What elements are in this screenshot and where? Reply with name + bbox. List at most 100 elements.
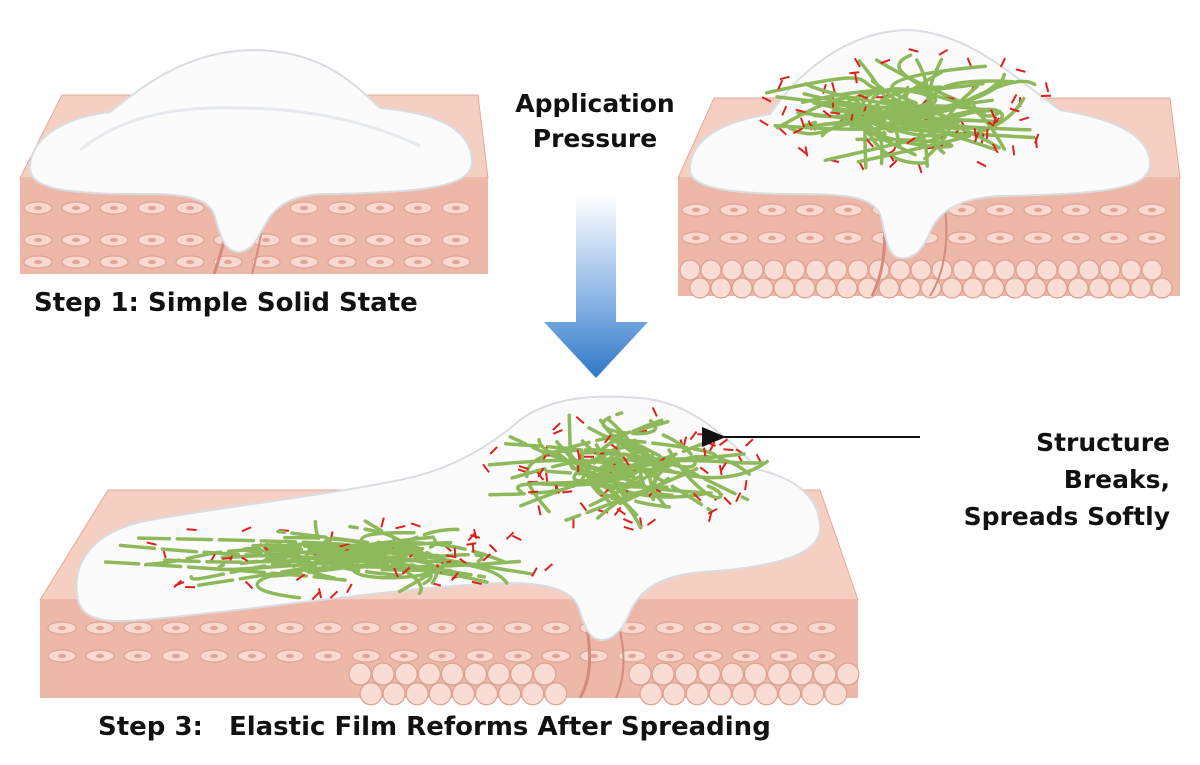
fat-cell	[900, 278, 920, 298]
skin-cell-nucleus	[806, 236, 814, 240]
skin-cell-nucleus	[666, 626, 674, 630]
fat-cell	[837, 278, 857, 298]
fat-cell	[806, 260, 826, 280]
application-pressure-label: Application Pressure	[510, 86, 680, 156]
skin-cell-nucleus	[742, 626, 750, 630]
skin-cell-nucleus	[172, 654, 180, 658]
fat-cell	[1089, 278, 1109, 298]
skin-cell-nucleus	[110, 238, 118, 242]
fat-cell	[545, 683, 567, 705]
down-arrow-icon	[544, 195, 648, 378]
fat-cell	[1152, 278, 1172, 298]
skin-cell-nucleus	[338, 238, 346, 242]
fat-cell	[711, 278, 731, 298]
skin-cell-nucleus	[628, 626, 636, 630]
skin-cell-nucleus	[338, 260, 346, 264]
skin-cell-nucleus	[34, 260, 42, 264]
fat-cell	[764, 260, 784, 280]
skin-cell-nucleus	[730, 208, 738, 212]
skin-cell-nucleus	[452, 260, 460, 264]
fat-cell	[974, 260, 994, 280]
fat-cell	[942, 278, 962, 298]
skin-cell-nucleus	[286, 654, 294, 658]
fat-cell	[1142, 260, 1162, 280]
skin-cell-nucleus	[704, 654, 712, 658]
skin-cell-nucleus	[514, 626, 522, 630]
fat-cell	[743, 260, 763, 280]
skin-cell-nucleus	[1148, 236, 1156, 240]
skin-cell-nucleus	[780, 626, 788, 630]
fat-cell	[911, 260, 931, 280]
skin-cell-nucleus	[134, 626, 142, 630]
crosslink-mark	[562, 491, 572, 492]
skin-cell-nucleus	[34, 206, 42, 210]
skin-cell-nucleus	[376, 260, 384, 264]
crosslink-mark	[745, 480, 746, 490]
skin-cell-nucleus	[958, 208, 966, 212]
fat-cell	[1026, 278, 1046, 298]
skin-cell-nucleus	[704, 626, 712, 630]
skin-cell-nucleus	[300, 238, 308, 242]
skin-cell-nucleus	[210, 654, 218, 658]
crosslink-mark	[222, 558, 232, 559]
fat-cell	[429, 683, 451, 705]
fat-cell	[721, 663, 743, 685]
fat-cell	[1058, 260, 1078, 280]
skin-cell-nucleus	[414, 260, 422, 264]
skin-cell-nucleus	[96, 654, 104, 658]
fat-cell	[1121, 260, 1141, 280]
fat-cell	[795, 278, 815, 298]
skin-cell-nucleus	[1148, 208, 1156, 212]
skin-cell-nucleus	[692, 236, 700, 240]
skin-cell-nucleus	[34, 238, 42, 242]
crosslink-mark	[975, 128, 976, 138]
fat-cell	[522, 683, 544, 705]
crosslink-mark	[723, 449, 733, 450]
skin-cell-nucleus	[72, 260, 80, 264]
fat-cell	[753, 278, 773, 298]
fat-cell	[690, 278, 710, 298]
skin-cell-nucleus	[818, 654, 826, 658]
fat-cell	[791, 663, 813, 685]
step1-label: Step 1: Simple Solid State	[34, 288, 418, 318]
fat-cell	[890, 260, 910, 280]
skin-cell-nucleus	[400, 654, 408, 658]
fat-cell	[499, 683, 521, 705]
skin-cell-nucleus	[476, 626, 484, 630]
skin-cell-nucleus	[742, 654, 750, 658]
fat-cell	[652, 663, 674, 685]
skin-cell-nucleus	[376, 206, 384, 210]
fat-cells-step2	[680, 260, 1172, 298]
fat-cell	[825, 683, 847, 705]
skin-cell-nucleus	[996, 236, 1004, 240]
skin-cell-nucleus	[552, 654, 560, 658]
skin-cell-nucleus	[692, 208, 700, 212]
skin-cell-nucleus	[72, 238, 80, 242]
skin-cell-nucleus	[224, 260, 232, 264]
skin-cell-nucleus	[552, 626, 560, 630]
skin-cell-nucleus	[628, 654, 636, 658]
application-pressure-line1: Application	[510, 86, 680, 121]
skin-cell-nucleus	[172, 626, 180, 630]
fat-cell	[745, 663, 767, 685]
fat-cell	[441, 663, 463, 685]
crosslink-mark	[187, 529, 197, 530]
fat-cell	[383, 683, 405, 705]
fat-cell	[1110, 278, 1130, 298]
skin-cell-nucleus	[286, 626, 294, 630]
skin-cell-nucleus	[996, 208, 1004, 212]
fat-cell	[372, 663, 394, 685]
skin-cell-nucleus	[844, 208, 852, 212]
fat-cell	[816, 278, 836, 298]
crosslink-mark	[1016, 69, 1026, 72]
skin-cell-nucleus	[452, 238, 460, 242]
fat-cell	[995, 260, 1015, 280]
step3-text: Elastic Film Reforms After Spreading	[229, 712, 771, 742]
fat-cell	[774, 278, 794, 298]
structure-breaks-label: Structure Breaks, Spreads Softly	[930, 424, 1170, 535]
skin-cell-nucleus	[806, 208, 814, 212]
fat-cell	[406, 683, 428, 705]
step3-label: Step 3:Elastic Film Reforms After Spread…	[98, 712, 771, 742]
crosslink-mark	[1001, 58, 1005, 67]
fat-cell	[963, 278, 983, 298]
